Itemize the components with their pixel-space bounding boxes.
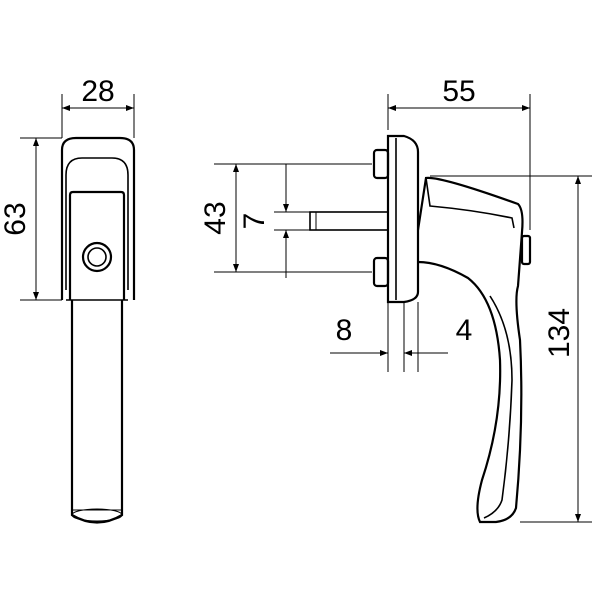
dimension-label-55: 55 bbox=[442, 75, 475, 108]
spindle bbox=[309, 211, 389, 231]
dimension-projection: 55 bbox=[387, 75, 531, 230]
front-handle-shaft bbox=[68, 190, 126, 300]
side-handle-inner bbox=[425, 177, 515, 229]
lower-screw-head bbox=[372, 256, 390, 288]
front-rose-inner bbox=[65, 157, 129, 290]
front-handle-arm bbox=[70, 300, 124, 524]
lock-cylinder-icon bbox=[81, 241, 113, 273]
front-handle-end-cap bbox=[71, 508, 123, 522]
dimension-label-8: 8 bbox=[336, 314, 353, 347]
lock-cylinder-inner bbox=[87, 247, 107, 267]
dimension-label-7: 7 bbox=[238, 213, 271, 230]
dimension-label-28: 28 bbox=[81, 75, 114, 108]
side-view: 55 134 43 7 bbox=[199, 75, 592, 524]
dimension-label-63: 63 bbox=[0, 202, 32, 235]
side-rose-plate bbox=[386, 134, 420, 304]
dimension-spindle-size: 7 bbox=[238, 164, 310, 278]
dimension-rose-height: 63 bbox=[0, 137, 62, 301]
dimension-label-134: 134 bbox=[543, 308, 576, 358]
dimension-rose-width: 28 bbox=[61, 75, 135, 138]
handle-button bbox=[520, 234, 532, 266]
dimension-rose-thickness: 4 bbox=[404, 314, 472, 356]
side-handle-body bbox=[416, 176, 524, 524]
dimension-screw-spacing: 43 bbox=[199, 163, 372, 273]
dimension-overall-height: 134 bbox=[430, 175, 592, 523]
side-handle-inner-curve bbox=[483, 295, 513, 519]
front-rose-outline bbox=[60, 136, 136, 300]
upper-screw-head bbox=[372, 148, 390, 180]
dimension-spindle-offset: 8 bbox=[330, 314, 388, 356]
front-view: 28 63 bbox=[0, 75, 136, 524]
dimension-label-43: 43 bbox=[199, 201, 232, 234]
dimension-label-4: 4 bbox=[456, 314, 473, 347]
